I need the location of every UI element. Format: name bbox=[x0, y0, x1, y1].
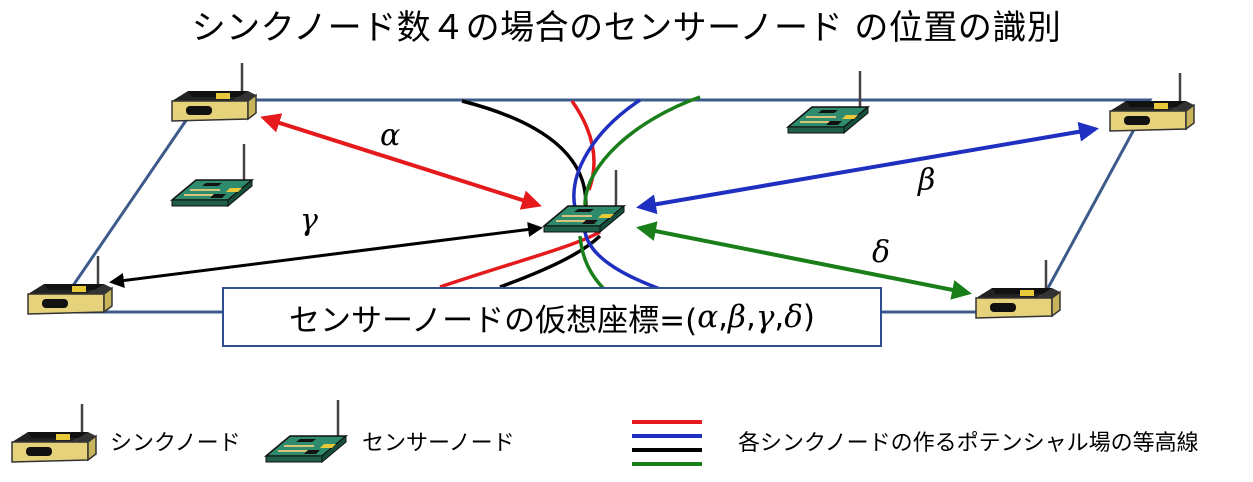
sensor-node-top-right bbox=[786, 69, 870, 135]
beta-arrow bbox=[636, 121, 1099, 215]
contour-green-top bbox=[583, 95, 701, 206]
coord-delta: δ bbox=[784, 299, 803, 335]
coord-prefix: センサーノードの仮想座標=( bbox=[289, 302, 698, 339]
legend-sensor-icon bbox=[264, 398, 348, 464]
legend-sink-label: シンクノード bbox=[110, 431, 241, 456]
sink-node-bottom-right bbox=[974, 258, 1062, 320]
coord-beta: β bbox=[728, 299, 746, 335]
coord-alpha: α bbox=[697, 299, 719, 335]
coord-sep2: , bbox=[745, 299, 756, 335]
legend-contour-label: 各シンクノードの作るポテンシャル場の等高線 bbox=[738, 431, 1199, 456]
coord-sep1: , bbox=[718, 299, 729, 335]
contour-green-bottom bbox=[578, 235, 607, 292]
gamma-arrow bbox=[109, 222, 543, 288]
sink-node-top-right bbox=[1108, 71, 1196, 133]
alpha-label: α bbox=[380, 118, 400, 153]
alpha-arrow bbox=[260, 113, 542, 210]
contour-black-top bbox=[461, 99, 588, 216]
gamma-label: γ bbox=[300, 203, 318, 238]
sink-node-top-left bbox=[170, 61, 258, 123]
contour-blue-top bbox=[572, 98, 641, 209]
sensor-node-left bbox=[170, 142, 254, 208]
legend-sink-icon bbox=[10, 402, 98, 464]
delta-arrow bbox=[636, 221, 972, 300]
coord-suffix: ) bbox=[802, 299, 815, 335]
delta-label: δ bbox=[872, 235, 890, 270]
virtual-coordinate-box: センサーノードの仮想座標=( α , β , γ , δ ) bbox=[222, 287, 882, 347]
legend-sensor-label: センサーノード bbox=[362, 431, 515, 456]
beta-label: β bbox=[917, 163, 935, 198]
coord-sep3: , bbox=[774, 299, 785, 335]
sink-node-bottom-left bbox=[26, 254, 114, 316]
coord-gamma: γ bbox=[755, 299, 775, 335]
page-title: シンクノード数４の場合のセンサーノード の位置の識別 bbox=[191, 8, 1062, 48]
